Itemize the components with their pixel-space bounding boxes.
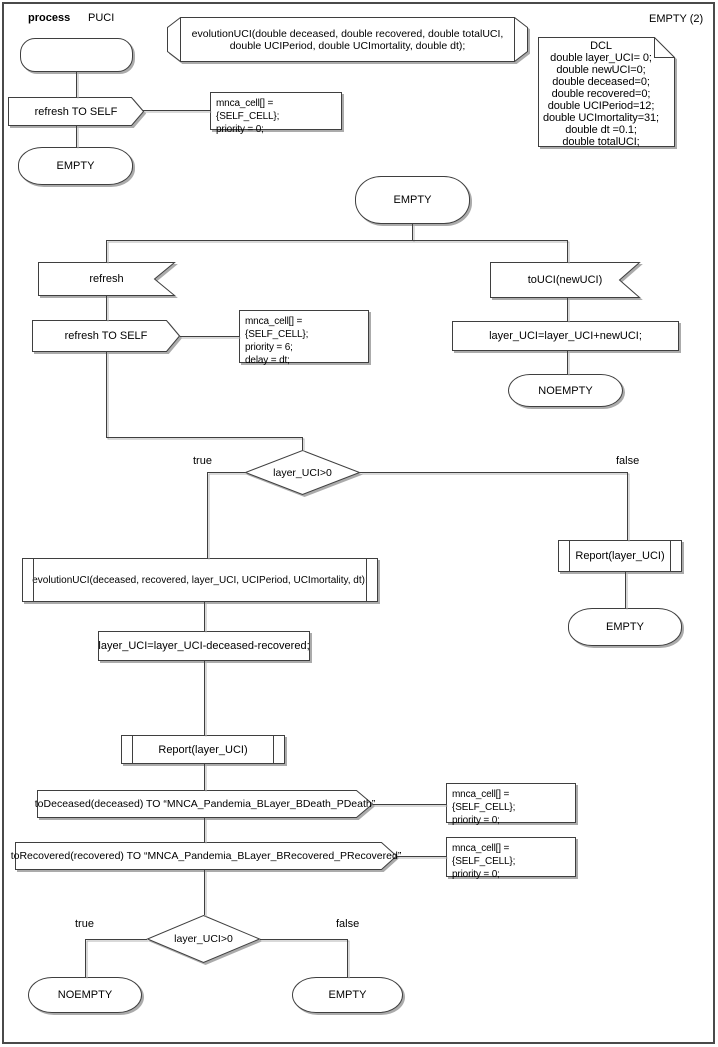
dcl-note: DCL double layer_UCI= 0; double newUCI=0… [538,37,675,148]
decision-layer-uci-2: layer_UCI>0 [146,914,261,964]
connector-true-1 [207,472,245,473]
decision1-false-label: false [616,455,640,467]
procedure-declaration-symbol: evolutionUCI(double deceased, double rec… [167,17,528,62]
decision2-true-label: true [75,918,94,930]
state-empty-top: EMPTY [18,147,133,185]
comment-connector [143,110,210,111]
state-empty-right: EMPTY [568,608,682,646]
signal-label: refresh TO SELF [34,105,118,118]
connector [347,939,348,977]
state-empty-main: EMPTY [355,176,470,224]
dcl-text: DCL double layer_UCI= 0; double newUCI=0… [543,40,660,148]
signal-label: toDeceased(deceased) TO “MNCA_Pandemia_B… [34,798,376,810]
comment-connector [180,336,239,337]
connector [302,437,303,450]
state-noempty-right: NOEMPTY [508,374,623,407]
connector [412,224,413,240]
process-name-label: PUCI [88,12,115,24]
attributes-comment-4: mnca_cell[] = {SELF_CELL}; priority = 0; [446,837,576,880]
connector [204,818,205,842]
state-noempty-bottom: NOEMPTY [28,977,142,1013]
connector-true-2 [85,939,147,940]
connector-false-1 [360,472,627,473]
decision1-true-label: true [193,455,212,467]
input-signal-touci: toUCI(newUCI) [490,262,641,298]
connector [106,240,567,241]
connector [204,870,205,915]
output-signal-refresh-to-self-1: refresh TO SELF [8,97,145,126]
comment-connector [397,856,446,857]
connector [567,351,568,374]
procedure-label: evolutionUCI(deceased, recovered, layer_… [32,574,368,586]
decision-label: layer_UCI>0 [273,466,332,479]
connector [76,125,77,147]
connector [204,602,205,631]
signal-label: refresh TO SELF [64,330,148,342]
connector [85,939,86,977]
start-state-symbol [20,38,133,72]
attributes-comment-2: mnca_cell[] = {SELF_CELL}; priority = 6;… [239,310,369,366]
connector [76,72,77,97]
connector [106,352,107,437]
declaration-shape [167,17,528,62]
connector [106,296,107,320]
page-number-label: EMPTY (2) [649,13,704,25]
signal-label: toRecovered(recovered) TO “MNCA_Pandemia… [10,850,402,862]
decision2-false-label: false [336,918,360,930]
procedure-label: Report(layer_UCI) [158,743,248,756]
procedure-report-main: Report(layer_UCI) [121,735,285,764]
connector [627,472,628,540]
note-shape [538,37,675,147]
procedure-evolutionuci-call: evolutionUCI(deceased, recovered, layer_… [22,558,378,602]
connector [567,298,568,321]
connector [207,472,208,558]
connector [625,572,626,608]
procedure-report-right: Report(layer_UCI) [558,540,682,572]
output-signal-refresh-to-self-2: refresh TO SELF [32,320,181,352]
comment-connector [373,804,446,805]
connector-false-2 [260,939,347,940]
output-signal-torecovered: toRecovered(recovered) TO “MNCA_Pandemia… [10,842,402,870]
task-add-newuci: layer_UCI=layer_UCI+newUCI; [452,321,679,351]
procedure-label: Report(layer_UCI) [575,550,665,562]
output-signal-todeceased: toDeceased(deceased) TO “MNCA_Pandemia_B… [34,790,376,818]
connector [204,661,205,735]
signal-label: refresh [89,273,124,285]
decision-layer-uci-1: layer_UCI>0 [244,449,361,496]
declaration-text: evolutionUCI(double deceased, double rec… [191,27,504,52]
connector [567,240,568,262]
input-signal-refresh: refresh [38,262,176,296]
task-subtract: layer_UCI=layer_UCI-deceased-recovered; [98,631,310,661]
connector [204,764,205,790]
process-keyword-label: process [28,12,71,24]
attributes-comment-1: mnca_cell[] = {SELF_CELL}; priority = 0; [210,92,342,135]
attributes-comment-3: mnca_cell[] = {SELF_CELL}; priority = 0; [446,783,576,826]
connector [106,240,107,262]
decision-label: layer_UCI>0 [174,933,233,945]
connector [106,437,302,438]
state-empty-bottom: EMPTY [292,977,403,1013]
signal-label: toUCI(newUCI) [527,274,603,286]
